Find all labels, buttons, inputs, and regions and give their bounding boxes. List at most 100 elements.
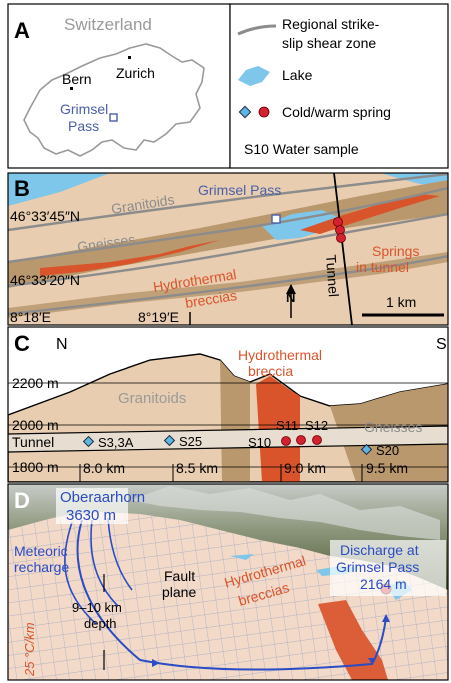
zurich-label: Zurich	[116, 65, 155, 81]
springs-label-2: in tunnel	[356, 259, 409, 275]
panel-c-letter: C	[14, 331, 30, 356]
grimsel-lake	[262, 210, 340, 240]
lat-1: 46°33′45″N	[10, 208, 80, 224]
fault-label-2: plane	[162, 584, 196, 600]
flow-path-main	[76, 519, 387, 671]
tunnel-label-b: Tunnel	[323, 254, 342, 297]
bern-label: Bern	[62, 71, 92, 87]
shear-zone-1	[8, 173, 448, 232]
scale-label: 1 km	[386, 294, 416, 310]
sample-s20	[360, 443, 373, 456]
elev-label-2000: 2000 m	[12, 417, 59, 433]
legend-frame	[229, 3, 449, 169]
panel-c-frame	[7, 326, 449, 483]
spring-b-1	[333, 217, 343, 227]
sample-s25	[163, 434, 176, 447]
dist-9-0: 9.0 km	[284, 460, 326, 476]
lake-d-3	[230, 554, 254, 560]
panel-d-letter: D	[14, 488, 30, 513]
lake-legend-symbol	[238, 66, 270, 86]
switzerland-outline	[23, 43, 205, 157]
panel-d	[8, 484, 448, 680]
panel-b-letter: B	[14, 176, 30, 201]
sample-s10	[281, 436, 291, 446]
snow-peaks	[130, 486, 440, 540]
meteoric-label-2: recharge	[14, 559, 69, 575]
panel-b-frame	[7, 172, 449, 326]
peak-label-bg	[56, 488, 128, 524]
legend-lake: Lake	[282, 67, 313, 83]
sample-s12	[312, 435, 322, 445]
dist-8-0: 8.0 km	[83, 460, 125, 476]
legend-shear-1: Regional strike-	[282, 16, 380, 32]
discharge-label-bg	[330, 540, 446, 596]
granitoids-label-c: Granitoids	[118, 390, 186, 407]
panel-c	[8, 327, 448, 482]
sample-label-s25: S25	[179, 434, 202, 449]
tunnel-band	[8, 425, 448, 453]
discharge-label-3: 2164 m	[360, 576, 407, 592]
spring-b-2	[335, 225, 345, 235]
meteoric-label-1: Meteoric	[14, 543, 68, 559]
tunnel-line	[333, 173, 353, 325]
panel-c-north: N	[56, 336, 68, 353]
panel-a: A Switzerland Bern Zurich Grimsel Pass R…	[7, 3, 449, 169]
breccia-west	[40, 240, 220, 276]
gradient-label: 25 °C/km	[22, 622, 37, 677]
shear-zone-4	[8, 254, 448, 316]
spring-b-3	[336, 233, 346, 243]
north-arrow-head	[286, 284, 296, 294]
shear-zone-legend-symbol	[237, 24, 277, 36]
peak-label-1: Oberaarhorn	[60, 489, 145, 506]
grimsel-pass-marker	[271, 214, 281, 224]
flow-arrow-3	[382, 614, 390, 622]
flow-path-3	[107, 517, 133, 591]
shear-zone-2	[8, 186, 448, 264]
flow-path-2	[90, 519, 119, 607]
hydro-c-2: breccia	[248, 363, 293, 379]
sample-label-s10: S10	[248, 435, 271, 450]
sample-label-s12: S12	[305, 418, 328, 433]
lon-1: 8°18′E	[10, 309, 51, 325]
depth-label-1: 9–10 km	[72, 600, 122, 615]
discharge-label-2: Grimsel Pass	[336, 559, 419, 575]
springs-label-1: Springs	[372, 243, 419, 259]
shear-zone-3	[8, 212, 448, 288]
legend-spring: Cold/warm spring	[282, 104, 391, 120]
lon-2: 8°19′E	[138, 309, 179, 325]
grimsel-label-2: Pass	[68, 118, 99, 134]
panel-b	[8, 173, 448, 325]
panel-c-south: S	[436, 336, 447, 353]
lat-2: 46°33′20″N	[10, 272, 80, 288]
discharge-label-1: Discharge at	[340, 542, 419, 558]
legend-sample: S10 Water sample	[244, 141, 359, 157]
zurich-marker	[128, 56, 131, 59]
elev-label-1800: 1800 m	[12, 459, 59, 475]
country-label: Switzerland	[64, 15, 152, 34]
peak-label-2: 3630 m	[66, 507, 116, 524]
elev-label-2200: 2200 m	[12, 375, 59, 391]
panel-d-frame	[7, 483, 449, 681]
dist-9-5: 9.5 km	[366, 460, 408, 476]
sample-label-s20: S20	[376, 443, 399, 458]
sample-label-s3: S3,3A	[98, 435, 134, 450]
sample-label-s11: S11	[276, 418, 298, 433]
depth-label-2: depth	[84, 616, 117, 631]
warm-spring-symbol	[258, 106, 270, 118]
flow-path-1	[64, 521, 97, 625]
tunnel-label-c: Tunnel	[12, 434, 54, 450]
sample-s11	[296, 435, 306, 445]
hydro-c-1: Hydrothermal	[238, 347, 322, 363]
gneisses-label-c: Gneisses	[364, 419, 422, 435]
flow-arrow-2	[152, 659, 160, 667]
gneiss-wedge-left	[220, 360, 250, 482]
sample-s3	[82, 435, 95, 448]
legend-shear-2: slip shear zone	[282, 35, 376, 51]
bern-marker	[70, 87, 73, 90]
lake-nw	[8, 173, 110, 206]
cold-spring-symbol	[238, 105, 252, 119]
panel-a-letter: A	[14, 18, 30, 43]
grimsel-pass-label: Grimsel Pass	[198, 182, 281, 198]
